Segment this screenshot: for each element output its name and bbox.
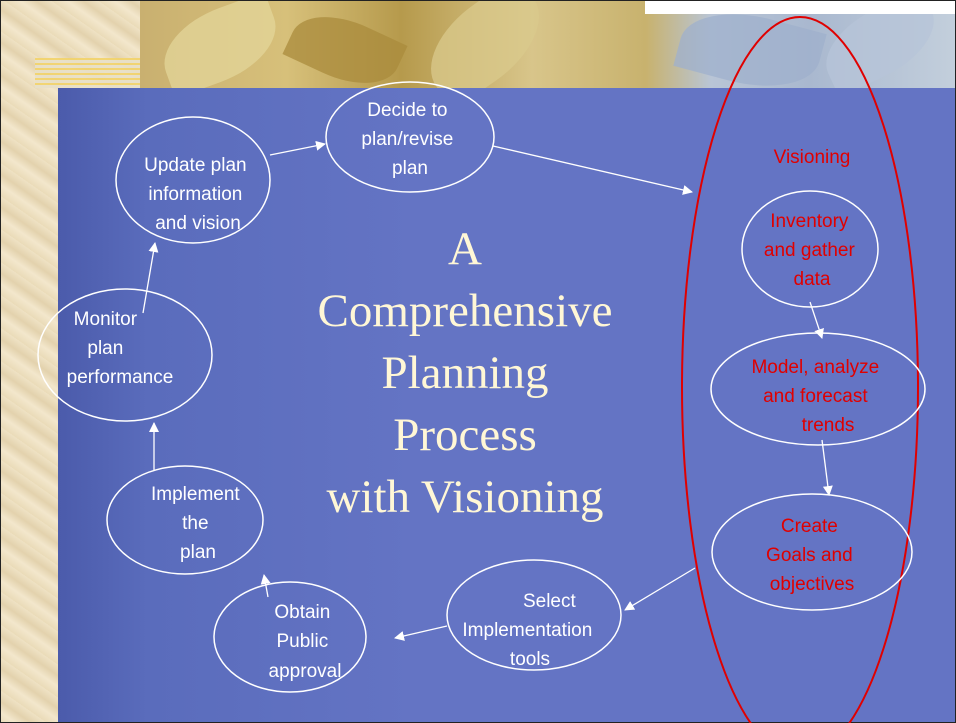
node-monitor-shape: [37, 288, 213, 422]
content-panel: [58, 88, 956, 723]
node-monitor-label: Monitor plan performance: [67, 309, 174, 388]
arrow-create-to-select: [624, 567, 696, 611]
node-create-shape: [711, 493, 913, 611]
arrow-decide-to-visioning: [492, 145, 693, 195]
node-model-shape: [710, 332, 926, 446]
arrow-inventory-to-model: [809, 301, 824, 339]
title-line-4: Process: [393, 409, 537, 461]
flow-arrows: [142, 140, 833, 641]
node-implement-label: Implement the plan: [151, 484, 245, 563]
node-obtain-shape: [213, 581, 367, 693]
header-white-strip: [645, 0, 956, 14]
arrow-monitor-to-update: [142, 242, 159, 314]
title-line-2: Comprehensive: [317, 285, 613, 337]
node-inventory-label: Inventory and gather data: [764, 211, 860, 290]
node-update-label: Update plan information and vision: [144, 155, 252, 234]
node-inventory-shape: [741, 190, 879, 308]
slide-title: A Comprehensive Planning Process with Vi…: [265, 218, 665, 528]
node-decide-shape: [325, 81, 495, 193]
visioning-boundary: [681, 16, 919, 723]
title-line-3: Planning: [381, 347, 549, 399]
node-implement-shape: [106, 465, 264, 575]
arrow-update-to-decide: [269, 140, 326, 156]
node-select-label: Select Implementation tools: [462, 591, 597, 670]
arrow-model-to-create: [821, 439, 833, 496]
header-leaf-photo: [140, 0, 956, 111]
node-decide-label: Decide to plan/revise plan: [361, 100, 458, 179]
node-select-shape: [446, 559, 622, 671]
title-line-5: with Visioning: [326, 471, 604, 523]
visioning-label: Visioning: [774, 147, 851, 168]
node-update-shape: [115, 116, 271, 244]
node-obtain-label: Obtain Public approval: [269, 602, 342, 682]
title-line-1: A: [448, 223, 482, 275]
arrow-obtain-to-implement: [260, 574, 271, 598]
node-model-label: Model, analyze and forecast trends: [751, 357, 884, 436]
arrow-select-to-obtain: [394, 625, 448, 641]
process-nodes: [37, 81, 926, 693]
node-create-label: Create Goals and objectives: [766, 516, 858, 595]
